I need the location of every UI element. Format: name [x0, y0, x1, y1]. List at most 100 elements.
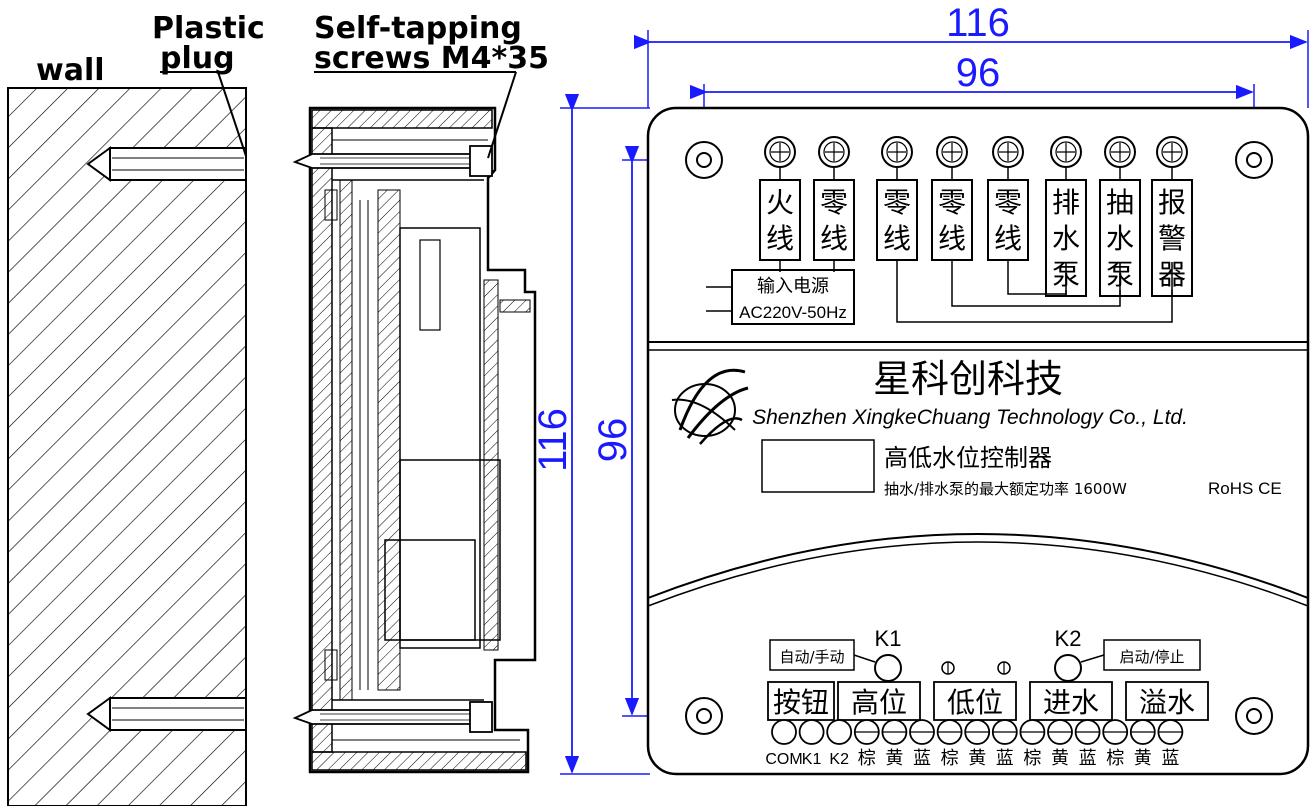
terminal-label-box — [813, 179, 855, 261]
start-stop-label: 启动/停止 — [1119, 648, 1184, 666]
screws-leader-line — [487, 71, 517, 159]
terminal-label-char: 排 — [1052, 186, 1080, 219]
bottom-terminal-label-2: K1 — [802, 751, 822, 768]
top-terminal-6: 排水泵 — [1045, 136, 1087, 297]
group-label-4: 进水 — [1043, 686, 1099, 719]
top-terminal-4: 零线 — [931, 136, 973, 262]
power-input-label: 输入电源 — [757, 276, 829, 297]
k2-button[interactable] — [1054, 654, 1082, 682]
bottom-terminal-label-11: 黄 — [1051, 748, 1069, 769]
terminal-label-box — [987, 179, 1029, 261]
brand-name-cn: 星科创科技 — [873, 357, 1063, 401]
terminal-screw-inner — [1161, 141, 1183, 163]
group-box-4 — [1029, 681, 1113, 721]
terminal-label-box — [931, 179, 973, 261]
enclosure-cross-section — [292, 106, 537, 774]
group-box-2 — [837, 681, 921, 721]
terminal-label-char: 警 — [1158, 222, 1186, 255]
bottom-group-labels: 按钮高位 低位 进水 溢水 — [767, 681, 1209, 721]
product-name: 高低水位控制器 — [884, 444, 1052, 472]
wall-section — [7, 87, 247, 806]
bottom-terminal-screw-icon — [826, 719, 853, 745]
terminal-label-char: 零 — [994, 186, 1022, 219]
bottom-terminal-label-12: 蓝 — [1079, 748, 1097, 769]
bottom-terminal-label-5: 黄 — [885, 748, 903, 769]
auto-manual-label: 自动/手动 — [779, 648, 844, 666]
group-box-5 — [1125, 681, 1209, 721]
bottom-terminal-screw-icon — [798, 719, 825, 745]
bottom-terminal-label-9: 蓝 — [996, 748, 1014, 769]
brand-name-en: Shenzhen XingkeChuang Technology Co., Lt… — [752, 406, 1188, 429]
group-box-3 — [933, 681, 1017, 721]
wall-label: wall — [36, 53, 105, 88]
terminal-label-char: 水 — [1106, 222, 1134, 255]
terminal-label-box — [759, 179, 801, 261]
terminal-label-char: 水 — [1052, 222, 1080, 255]
plastic-plug-label-line2: plug — [160, 41, 235, 76]
terminal-label-char: 抽 — [1106, 186, 1134, 219]
top-terminal-3: 零线 — [876, 136, 918, 262]
plug-leader-line — [217, 71, 247, 157]
group-label-1: 按钮 — [773, 686, 829, 719]
terminal-screw-inner — [823, 141, 845, 163]
bottom-terminal-label-4: 棕 — [858, 748, 876, 769]
brand-logo — [671, 368, 749, 445]
terminal-label-char: 线 — [820, 222, 848, 255]
k1-label: K1 — [875, 626, 902, 651]
dim-outer-height: 116 — [531, 408, 575, 472]
bottom-terminal-label-6: 蓝 — [913, 748, 931, 769]
label-blank-box — [761, 439, 875, 493]
dim-outer-width: 116 — [946, 1, 1010, 45]
group-label-5: 溢水 — [1139, 686, 1195, 719]
power-voltage-label: AC220V-50Hz — [739, 303, 847, 322]
terminal-label-char: 线 — [938, 222, 966, 255]
led-indicators — [941, 661, 1011, 675]
bottom-terminal-label-14: 黄 — [1134, 748, 1152, 769]
terminal-label-char: 线 — [994, 222, 1022, 255]
start-stop-box — [1103, 639, 1201, 671]
top-terminal-8: 报警器 — [1151, 136, 1193, 297]
bottom-terminal-label-15: 蓝 — [1161, 748, 1179, 769]
terminal-label-char: 报 — [1158, 186, 1186, 219]
terminal-label-char: 零 — [883, 186, 911, 219]
bottom-terminal-label-8: 黄 — [968, 748, 986, 769]
terminal-label-char: 零 — [938, 186, 966, 219]
bottom-terminal-label-3: K2 — [829, 751, 849, 768]
terminal-screw-inner — [886, 141, 908, 163]
power-spec: 抽水/排水泵的最大额定功率 1600W — [884, 480, 1127, 498]
certification-marks: RoHS CE — [1208, 479, 1282, 498]
terminal-screw-inner — [1055, 141, 1077, 163]
terminal-screw-inner — [997, 141, 1019, 163]
top-terminal-2: 零线 — [813, 136, 855, 262]
terminal-label-char: 线 — [883, 222, 911, 255]
bottom-terminal-label-13: 棕 — [1106, 748, 1124, 769]
terminal-screw-inner — [769, 141, 791, 163]
bottom-terminal-label-10: 棕 — [1023, 748, 1041, 769]
dim-inner-height: 96 — [591, 418, 635, 463]
group-box-1 — [767, 681, 835, 721]
top-terminal-7: 抽水泵 — [1099, 136, 1141, 297]
top-terminal-1: 火线 — [759, 136, 801, 262]
bottom-terminal-label-1: COM — [765, 751, 802, 768]
group-label-3: 低位 — [947, 686, 1003, 719]
screws-label-line2: screws M4*35 — [314, 41, 549, 76]
plastic-plug-label-line1: Plastic — [152, 11, 265, 46]
k2-label: K2 — [1055, 626, 1082, 651]
k1-button[interactable] — [874, 654, 902, 682]
wiring-lines — [706, 262, 1173, 323]
front-panel — [646, 106, 1310, 776]
bottom-terminal-label-7: 棕 — [941, 748, 959, 769]
terminal-label-char: 零 — [820, 186, 848, 219]
terminal-label-char: 火 — [766, 186, 794, 219]
dim-inner-width: 96 — [956, 51, 1001, 95]
terminal-screw-inner — [941, 141, 963, 163]
power-input-box — [731, 269, 855, 325]
bottom-terminal-screw-icon — [771, 719, 797, 745]
terminal-screw-inner — [1109, 141, 1131, 163]
group-label-2: 高位 — [851, 686, 907, 719]
screws-label-line1: Self-tapping — [314, 11, 522, 46]
top-terminal-5: 零线 — [987, 136, 1029, 262]
